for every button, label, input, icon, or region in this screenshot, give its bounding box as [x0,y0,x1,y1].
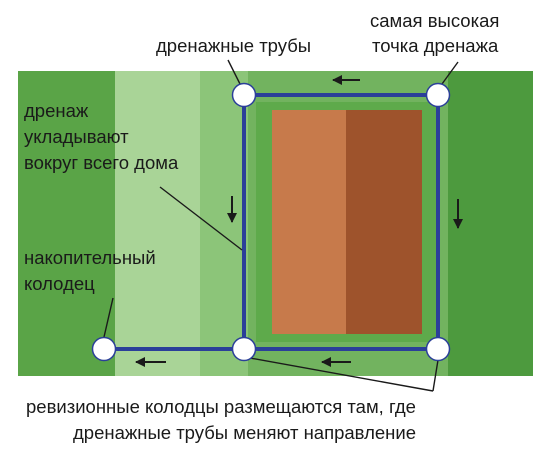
label-around-1: дренаж [24,100,89,121]
inspection-well-top-right [425,82,451,108]
label-well-2: колодец [24,273,95,294]
drainage-pipes [104,93,440,351]
label-highest-point-1: самая высокая [370,10,499,31]
label-pipes: дренажные трубы [156,35,311,56]
grass-strip-left [18,71,115,376]
leader-inspection-2 [432,359,439,392]
label-inspection-1: ревизионные колодцы размещаются там, где [26,396,416,417]
collector-well [91,336,117,362]
inspection-well-bottom-right [425,336,451,362]
leader-inspection-1 [249,357,434,392]
wells [91,82,451,362]
inspection-well-bottom-left [231,336,257,362]
label-around-2: укладывают [24,126,129,147]
grass-strip-right [448,71,533,376]
house [272,110,422,334]
label-inspection-2: дренажные трубы меняют направление [73,422,416,443]
pipe-loop-around-house [242,93,440,351]
leader-collector-well [103,297,114,338]
grass-strip-pale [115,71,200,376]
inspection-well-top-left [231,82,257,108]
house-right-half [346,110,422,334]
label-highest-point-2: точка дренажа [372,35,499,56]
label-around-3: вокруг всего дома [24,152,179,173]
house-left-half [272,110,348,334]
label-well-1: накопительный [24,247,156,268]
leader-highest-point [441,61,459,85]
leader-around-house [159,186,243,251]
flow-arrows [135,75,463,367]
